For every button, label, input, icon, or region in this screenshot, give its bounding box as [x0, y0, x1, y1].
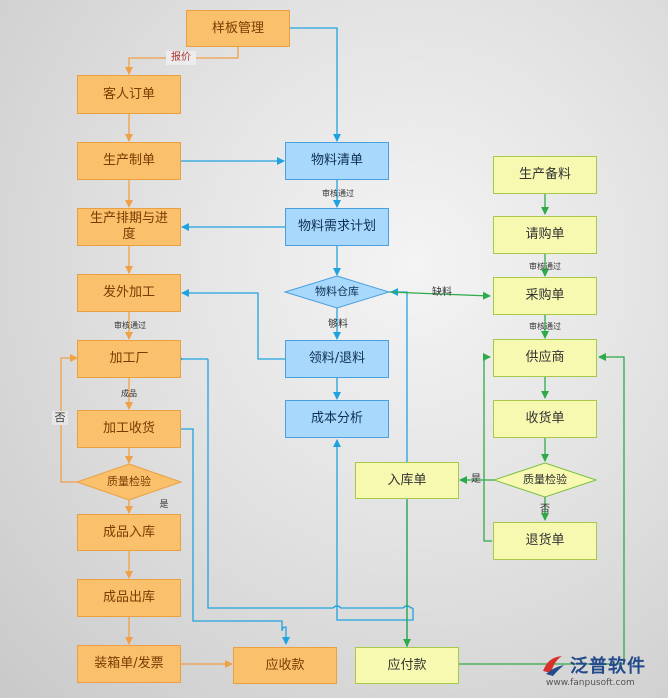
node-receivable[interactable]: 应收款: [233, 647, 337, 684]
node-material-warehouse[interactable]: 物料仓库: [315, 285, 359, 298]
edge-payable-to-supplier: [459, 353, 625, 665]
node-outsourcing[interactable]: 发外加工: [77, 274, 181, 312]
node-production-prep[interactable]: 生产备料: [493, 156, 597, 194]
node-payable[interactable]: 应付款: [355, 647, 459, 684]
edge-label-quote: 报价: [166, 51, 196, 65]
node-template-management[interactable]: 样板管理: [186, 10, 290, 47]
node-issue-return[interactable]: 领料/退料: [285, 340, 389, 378]
node-processing-factory[interactable]: 加工厂: [77, 340, 181, 378]
node-production-order[interactable]: 生产制单: [77, 142, 181, 180]
node-product-stock-in[interactable]: 成品入库: [77, 514, 181, 551]
edge-label-finished: 成品: [121, 389, 137, 398]
edge-warehouse-to-purchase: [388, 291, 491, 300]
node-packing-invoice[interactable]: 装箱单/发票: [77, 645, 181, 683]
edge-label-short: 缺料: [432, 286, 452, 298]
edge-label-yes-right: 是: [471, 473, 481, 485]
edge-label-approved: 审核通过: [114, 321, 146, 330]
node-material-list[interactable]: 物料清单: [285, 142, 389, 180]
watermark-logo: 泛普软件: [540, 652, 646, 678]
edge-return-to-supplier: [483, 353, 492, 542]
edge-label-approved: 审核通过: [322, 189, 354, 198]
node-product-stock-out[interactable]: 成品出库: [77, 579, 181, 617]
edge-label-no-right: 否: [540, 503, 550, 515]
node-supplier[interactable]: 供应商: [493, 339, 597, 377]
edge-label-approved: 审核通过: [529, 262, 561, 271]
fanpu-logo-icon: [543, 656, 564, 676]
edge-label-yes-left: 是: [159, 500, 169, 510]
node-scheduling[interactable]: 生产排期与进度: [77, 208, 181, 246]
edge-receipt-to-receivable: [181, 428, 290, 645]
node-processing-receipt[interactable]: 加工收货: [77, 410, 181, 448]
edge-factory-to-payable-line: [207, 359, 413, 609]
node-customer-order[interactable]: 客人订单: [77, 75, 181, 114]
watermark-url: www.fanpusoft.com: [546, 678, 635, 688]
node-stock-in[interactable]: 入库单: [355, 462, 459, 499]
node-receipt[interactable]: 收货单: [493, 400, 597, 438]
edge-label-no-left: 否: [52, 411, 68, 425]
node-purchase-order[interactable]: 采购单: [493, 277, 597, 315]
edge-issue-to-outsourcing: [181, 289, 285, 360]
edge-label-approved: 审核通过: [529, 322, 561, 331]
watermark-brand: 泛普软件: [570, 656, 646, 677]
node-cost-analysis[interactable]: 成本分析: [285, 400, 389, 438]
node-material-plan[interactable]: 物料需求计划: [285, 208, 389, 246]
edge-label-enough: 够料: [328, 318, 348, 330]
node-return-goods[interactable]: 退货单: [493, 522, 597, 560]
node-quality-check-right[interactable]: 质量检验: [523, 473, 567, 486]
node-purchase-request[interactable]: 请购单: [493, 216, 597, 254]
node-quality-check-left[interactable]: 质量检验: [107, 475, 151, 488]
edge-to-cost-analysis: [333, 439, 414, 621]
